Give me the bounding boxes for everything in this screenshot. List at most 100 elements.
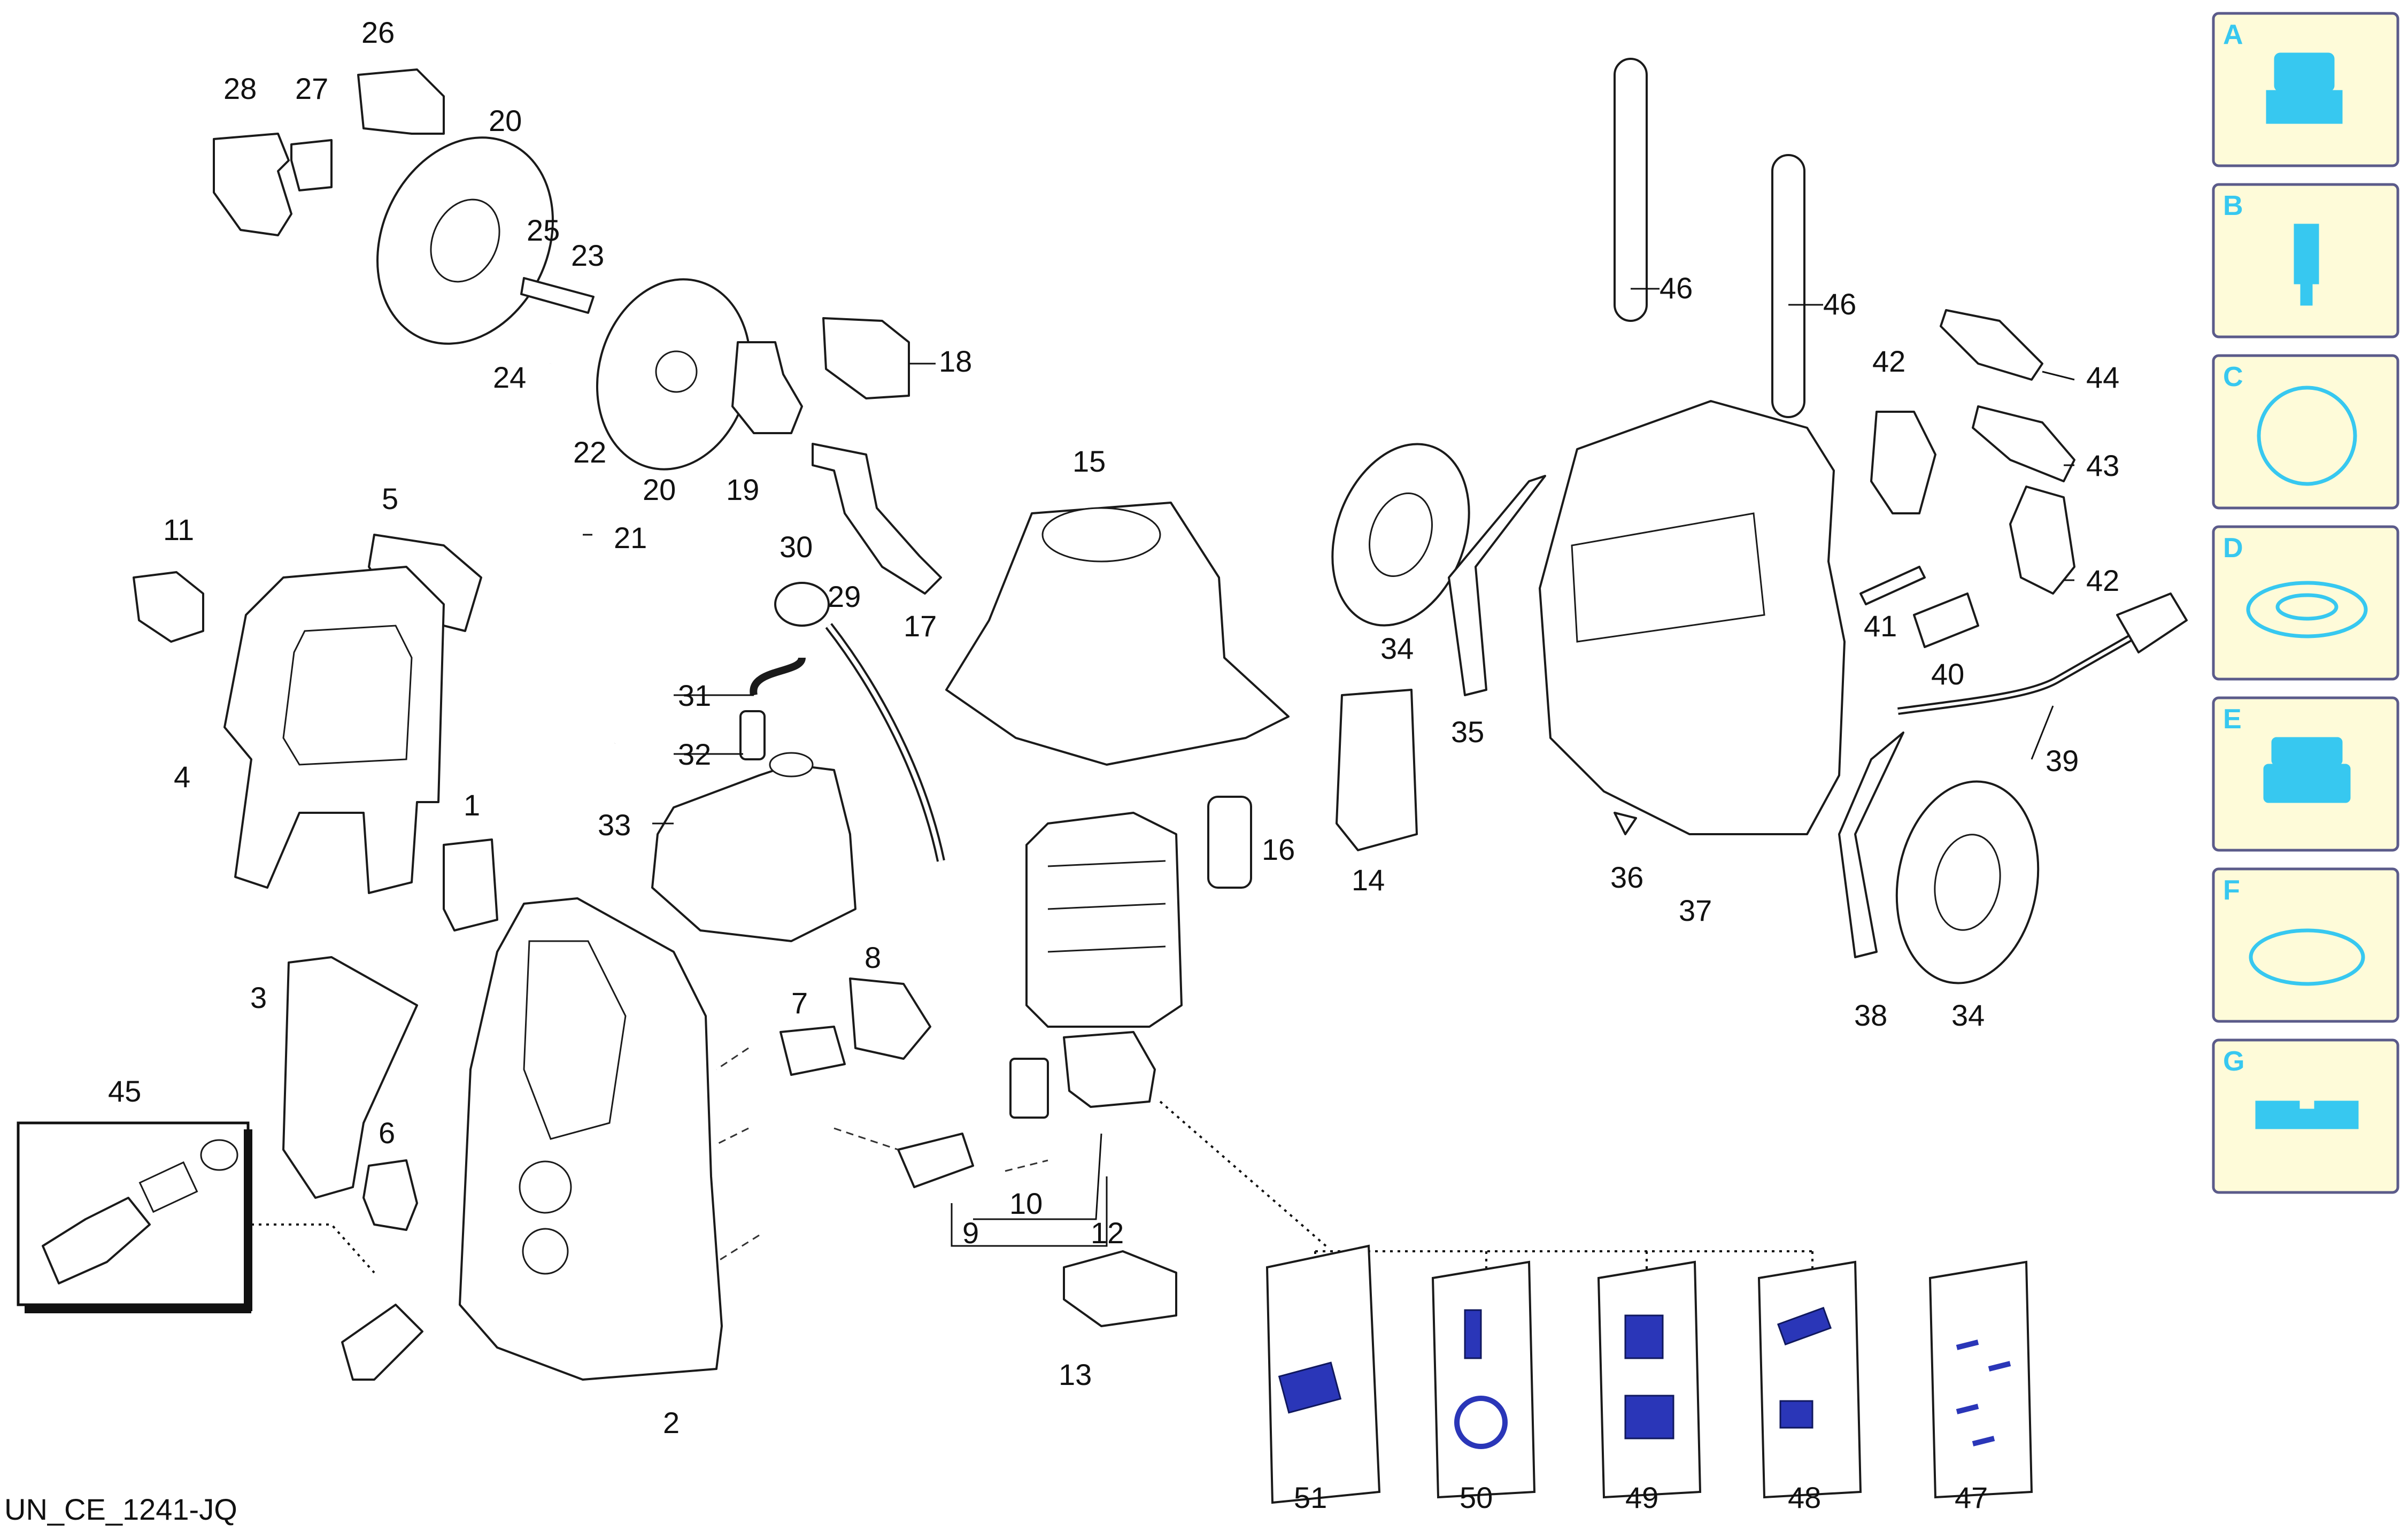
label-39: 39	[2046, 744, 2079, 777]
plate-icon	[2255, 1100, 2359, 1129]
label-4: 4	[174, 760, 190, 794]
part-30-float	[774, 582, 830, 627]
label-27: 27	[295, 72, 328, 105]
label-6: 6	[379, 1116, 395, 1150]
label-23: 23	[571, 238, 604, 272]
part-23-axle	[520, 277, 595, 314]
label-21: 21	[614, 521, 647, 555]
kit-e[interactable]: E	[2212, 696, 2399, 852]
kit-d[interactable]: D	[2212, 525, 2399, 681]
kit-letter-e: E	[2223, 704, 2242, 735]
label-15: 15	[1072, 444, 1106, 478]
part-17-crank	[812, 443, 942, 595]
part-10-seal	[1009, 1058, 1049, 1119]
part-labels: 28 27 26 20 25 23 24 22 20 19 18 21 17 1…	[108, 16, 2119, 1514]
part-14-filter-cover	[1336, 689, 1418, 851]
part-20-hose-reel-flange	[376, 136, 554, 345]
part-26-bracket	[357, 68, 445, 135]
kit-b[interactable]: B	[2212, 183, 2399, 338]
kit-letter-b: B	[2223, 190, 2243, 221]
label-51: 51	[1294, 1481, 1327, 1514]
label-19: 19	[726, 473, 759, 506]
part-45-inlet-coupling	[341, 1304, 423, 1381]
label-49: 49	[1625, 1481, 1658, 1514]
label-30: 30	[779, 530, 813, 564]
label-33: 33	[598, 808, 631, 842]
part-1-holder	[443, 838, 498, 931]
kit-f[interactable]: F	[2212, 867, 2399, 1023]
label-8: 8	[865, 941, 881, 974]
part-16-capacitor	[1207, 796, 1252, 889]
part-34-wheel-lower	[1895, 780, 2040, 984]
label-22: 22	[573, 435, 606, 469]
kit-letter-c: C	[2223, 361, 2243, 392]
label-36: 36	[1610, 860, 1643, 894]
label-10: 10	[1009, 1187, 1043, 1220]
part-35-fender	[1448, 475, 1546, 696]
part-3-window	[282, 956, 418, 1199]
label-45: 45	[108, 1074, 141, 1108]
part-19-reel-cover	[731, 341, 803, 434]
label-24: 24	[493, 360, 526, 394]
label-46a: 46	[1660, 271, 1693, 305]
part-39-power-cord	[1897, 592, 2188, 715]
label-34b: 34	[1951, 998, 1985, 1032]
label-42b: 42	[2086, 564, 2119, 597]
label-18: 18	[939, 344, 972, 378]
bag-47	[1928, 1260, 2033, 1499]
kit-letter-f: F	[2223, 875, 2240, 906]
kit-panel: A B C D	[2212, 12, 2399, 1194]
coupling-icon	[2266, 52, 2343, 124]
part-29-tube	[825, 623, 945, 862]
part-42-cover-lower	[2009, 486, 2075, 595]
label-35: 35	[1451, 715, 1484, 749]
label-43: 43	[2086, 449, 2119, 482]
kit-letter-a: A	[2223, 19, 2243, 50]
kit-letter-g: G	[2223, 1046, 2244, 1077]
part-11-clip	[133, 571, 204, 643]
label-50: 50	[1460, 1481, 1493, 1514]
label-20b: 20	[643, 473, 676, 506]
label-29: 29	[828, 580, 861, 613]
label-41: 41	[1864, 609, 1897, 643]
label-20a: 20	[489, 104, 522, 137]
label-12: 12	[1091, 1216, 1124, 1250]
label-34a: 34	[1380, 632, 1414, 665]
kit-letter-d: D	[2223, 533, 2243, 564]
label-13: 13	[1059, 1358, 1092, 1391]
part-7-switch	[779, 1026, 846, 1076]
label-47: 47	[1955, 1481, 1988, 1514]
document-id: UN_CE_1241-JQ	[4, 1492, 237, 1526]
kit-a[interactable]: A	[2212, 12, 2399, 167]
label-17: 17	[904, 609, 937, 643]
o-ring-icon	[2249, 928, 2365, 986]
label-28: 28	[223, 72, 257, 105]
label-37: 37	[1679, 894, 1712, 927]
bag-50	[1431, 1260, 1536, 1499]
part-12-pump-head	[1063, 1031, 1156, 1108]
part-28-cover	[213, 133, 292, 236]
kit-c[interactable]: C	[2212, 354, 2399, 510]
label-3: 3	[250, 981, 267, 1014]
part-38-fender	[1838, 732, 1904, 958]
gasket-ring-icon	[2257, 386, 2357, 486]
part-33-tank	[651, 752, 856, 942]
kit-g[interactable]: G	[2212, 1038, 2399, 1194]
part-37-frame	[1539, 400, 1846, 835]
label-11: 11	[163, 513, 194, 546]
cylinder-icon	[2263, 737, 2351, 803]
label-40: 40	[1931, 657, 1964, 691]
part-15-motor-housing	[945, 502, 1290, 766]
part-4-handle	[223, 566, 445, 894]
label-42a: 42	[1872, 344, 1905, 378]
label-25: 25	[527, 213, 560, 247]
part-8-bracket	[849, 977, 931, 1060]
part-45-inlet-detail-box	[17, 1121, 252, 1313]
part-6-knob	[362, 1159, 418, 1231]
label-16: 16	[1262, 833, 1295, 866]
part-21-hose	[547, 363, 634, 744]
label-9: 9	[962, 1216, 979, 1250]
label-5: 5	[382, 482, 398, 515]
label-48: 48	[1788, 1481, 1821, 1514]
